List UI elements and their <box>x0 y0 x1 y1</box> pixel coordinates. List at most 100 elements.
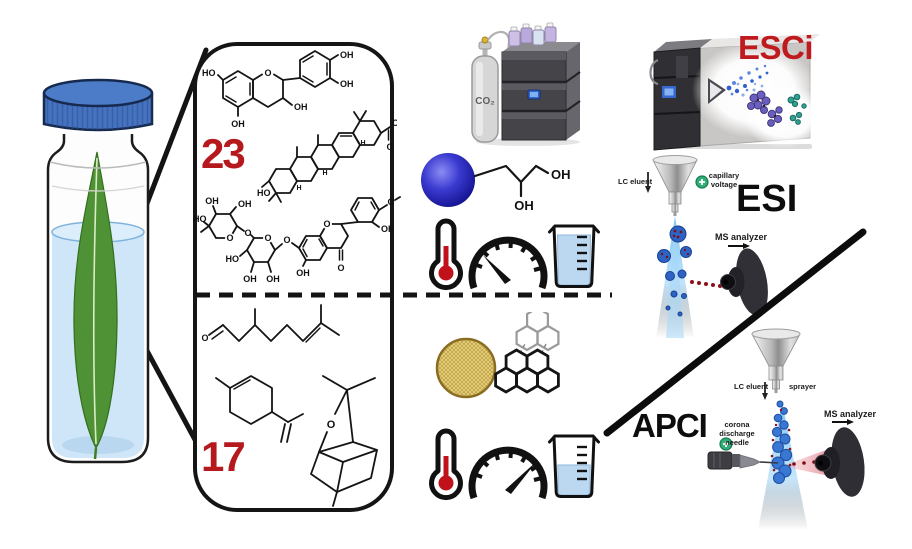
apci-lc-eluent-label: LC eluent <box>734 382 769 391</box>
atom-label-o: O <box>264 68 271 78</box>
lc-eluent-arrow <box>645 172 651 193</box>
spray-droplet-dots <box>726 64 769 97</box>
atom-label-ho: HO <box>257 188 271 198</box>
spray-nozzle-inner <box>710 82 722 100</box>
hplc-stack <box>501 42 581 141</box>
gauge-icon <box>468 446 548 500</box>
instrument-top-edge <box>700 34 820 48</box>
atom-label-h: H <box>296 185 301 192</box>
esi-sprayer-funnel-icon <box>652 155 698 216</box>
compound-count-top: 23 <box>201 130 246 177</box>
porous-graphitic-carbon <box>435 312 560 399</box>
magnifier-panel: O HO OH OH OH OH HO <box>193 42 401 512</box>
compound-count-bottom: 17 <box>201 433 246 480</box>
analyte-cluster-teal <box>787 93 807 125</box>
vial-cap <box>42 78 154 132</box>
atom-label-oh: OH <box>294 102 308 112</box>
ion-source-module <box>653 47 701 151</box>
diol-stationary-phase: OH OH <box>421 153 571 213</box>
module-top <box>654 39 712 52</box>
atom-label-o: O <box>337 263 344 273</box>
esci-label: ESCi <box>738 29 814 66</box>
esi-ms-analyzer-label: MS analyzer <box>715 232 768 242</box>
beaker-icon <box>548 434 600 498</box>
citronellal-structure: O <box>201 304 340 343</box>
atom-label-oh: OH <box>340 50 354 60</box>
positive-charge-icon <box>719 437 733 451</box>
atom-label-o: O <box>386 142 393 152</box>
tubing-loop <box>649 58 659 86</box>
atom-label-o: O <box>264 233 271 243</box>
atom-label-o: O <box>226 233 233 243</box>
gauge-needle-high <box>505 461 537 494</box>
condition-icons-bottom <box>429 428 600 501</box>
atom-label-oh: OH <box>381 224 395 234</box>
apci-sprayer-label: sprayer <box>789 382 817 391</box>
vial-shoulder-line <box>49 161 147 169</box>
corona-needle-tip <box>759 461 779 464</box>
leaf-vein <box>92 157 98 445</box>
graphene-layer-front <box>494 348 560 394</box>
atom-label-ho: HO <box>202 68 216 78</box>
atom-label-oh: OH <box>514 198 534 213</box>
ms-analyzer-arrow <box>728 243 750 249</box>
leaf-stem <box>93 447 98 460</box>
atom-label-oh: OH <box>392 118 397 128</box>
vial-shoulder-line-2 <box>51 185 145 192</box>
atom-label-oh: OH <box>296 268 310 278</box>
ms-analyzer-arrow <box>832 419 854 425</box>
thermometer-icon <box>429 428 463 501</box>
corona-needle-device <box>707 451 779 470</box>
atom-label-o: O <box>323 219 330 229</box>
atom-label-o: O <box>201 333 208 343</box>
ms-analyzer-horn <box>720 248 768 316</box>
atom-label-oh: OH <box>205 196 219 206</box>
atom-label-oh: OH <box>340 79 354 89</box>
gauge-needle-low <box>483 255 511 284</box>
sfc-hplc-system: CO₂ <box>471 22 581 146</box>
porous-particle-icon <box>435 337 497 399</box>
sample-vial-figure <box>42 47 209 464</box>
oleanolic-acid-structure: HO OH O H H H <box>257 110 397 203</box>
apci-title: APCI <box>632 407 708 444</box>
atom-label-o: O <box>244 228 251 238</box>
silica-sphere-icon <box>421 153 475 207</box>
co2-cylinder: CO₂ <box>471 30 511 143</box>
atom-label-o: O <box>283 235 290 245</box>
ion-dotted-path <box>690 280 722 288</box>
atom-label-ho: HO <box>193 214 207 224</box>
vial-outline <box>46 134 150 464</box>
gauge-icon <box>468 236 548 290</box>
atom-label-oh: OH <box>266 274 280 284</box>
positive-charge-icon <box>695 175 709 189</box>
catechin-structure: O HO OH OH OH OH <box>202 50 354 129</box>
co2-label: CO₂ <box>475 96 494 107</box>
leaf <box>73 151 118 460</box>
esci-mass-spectrometer <box>649 34 822 151</box>
esi-diagram <box>645 155 768 338</box>
atom-label-h: H <box>360 140 365 147</box>
limonene-structure <box>215 375 304 443</box>
gas-tube <box>487 30 511 53</box>
thermometer-icon <box>429 218 463 291</box>
atom-label-o: O <box>327 419 336 431</box>
atom-label-o: O <box>387 197 394 207</box>
apci-ms-analyzer-label: MS analyzer <box>824 409 877 419</box>
graphene-layer-back <box>515 312 560 352</box>
ms-analyzer-horn <box>814 427 865 497</box>
esi-title: ESI <box>736 178 798 220</box>
analyte-cluster-purple <box>747 90 783 127</box>
atom-label-h: H <box>322 170 327 177</box>
atom-label-oh: OH <box>243 274 257 284</box>
beaker-icon <box>548 224 600 288</box>
atom-label-ho: HO <box>226 254 240 264</box>
atom-label-oh: OH <box>231 119 245 129</box>
eucalyptol-structure: O <box>310 375 378 507</box>
condition-icons-top <box>429 218 600 291</box>
atom-label-oh: OH <box>551 167 571 182</box>
atom-label-oh: OH <box>238 199 252 209</box>
solvent-bottles <box>508 22 557 47</box>
apci-corona-needle-label: corona discharge needle <box>719 420 755 447</box>
esi-capillary-voltage-label: capillary voltage <box>708 171 740 189</box>
